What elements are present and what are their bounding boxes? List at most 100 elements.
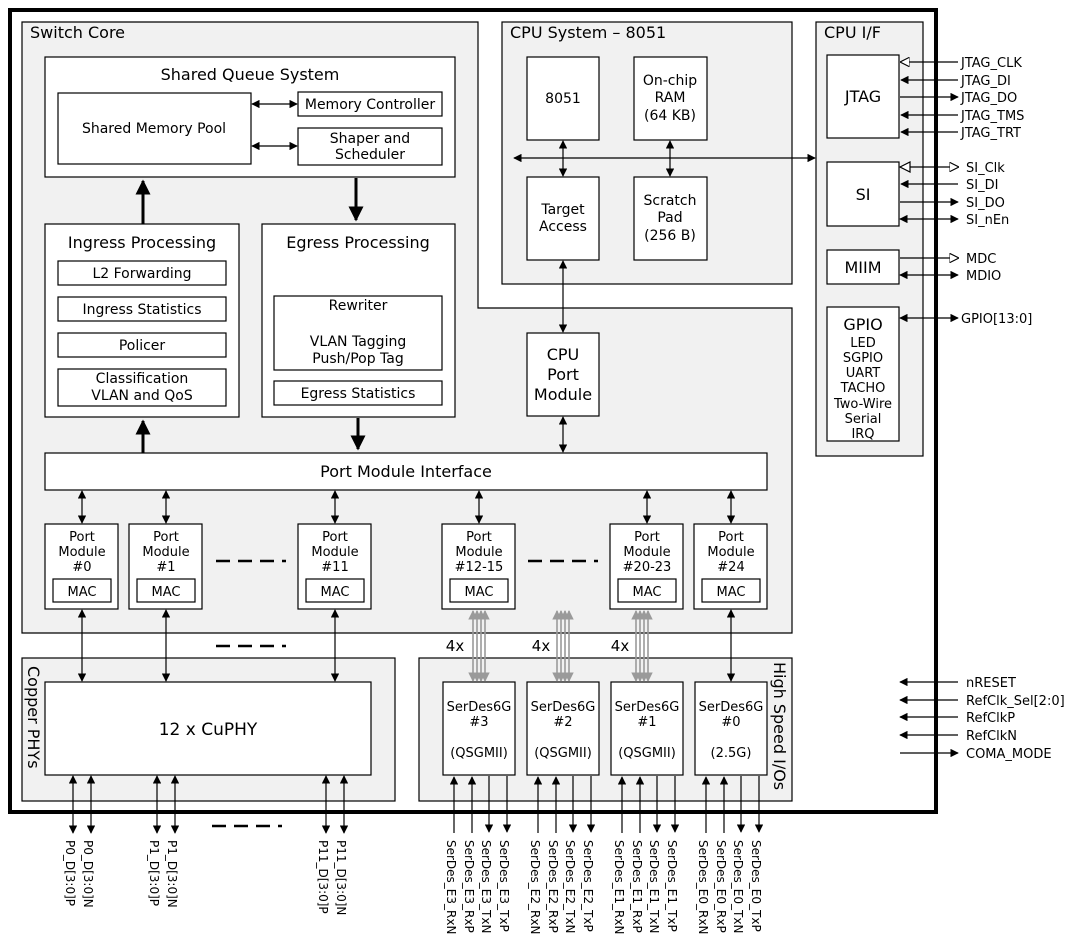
port-module-0-line2: Module — [58, 545, 105, 560]
gpio-item: SGPIO — [843, 351, 883, 366]
serdes-1-mode: (QSGMII) — [618, 746, 676, 761]
si-do-label: SI_DO — [966, 196, 1005, 211]
ingress-statistics — [57, 296, 227, 322]
port-module-0-mac: MAC — [68, 585, 97, 600]
jtag-trt-label: JTAG_TRT — [960, 126, 1021, 141]
shaper-label-2: Scheduler — [335, 147, 405, 163]
port-module-12-15-line2: Module — [455, 545, 502, 560]
serdes-1: SerDes6G #1 (QSGMII) — [610, 681, 684, 776]
si-block — [826, 161, 900, 227]
port-module-20-23-line1: Port — [634, 530, 660, 545]
port-module-11-mac: MAC — [321, 585, 350, 600]
jtag-tms-label: JTAG_TMS — [960, 109, 1024, 124]
lane-group-1 — [631, 610, 653, 682]
serdes-3-name: SerDes6G — [447, 700, 512, 715]
gpio-item: IRQ — [851, 427, 874, 442]
serdes-pin-label: SerDes_E0_RxP — [714, 840, 728, 933]
phy-pin-label: P0_D[3:0]N — [81, 840, 95, 908]
serdes-pin-label: SerDes_E0_RxN — [696, 840, 710, 934]
serdes-pin-label: SerDes_E0_TxP — [749, 840, 763, 932]
cpu-8051 — [526, 56, 600, 141]
phy-pin-label: P11_D[3:0]N — [334, 840, 348, 915]
port-module-12-15-mac: MAC — [465, 585, 494, 600]
cpu-port-label-3: Module — [534, 385, 592, 404]
refclkp-label: RefClkP — [966, 711, 1015, 726]
onchip-label-2: RAM — [655, 90, 686, 106]
shared-memory-label: Shared Memory Pool — [82, 121, 226, 137]
serdes-pin-label: SerDes_E2_RxP — [546, 840, 560, 933]
port-module-0: Port Module #0 MAC — [44, 523, 119, 610]
serdes-pin-label: SerDes_E0_TxN — [731, 840, 745, 933]
port-module-11-line2: Module — [311, 545, 358, 560]
port-module-20-23: Port Module #20-23 MAC — [609, 523, 684, 610]
mdio-label: MDIO — [966, 269, 1001, 284]
serdes-pin-label: SerDes_E2_TxP — [581, 840, 595, 932]
port-module-12-15-line1: Port — [466, 530, 492, 545]
mdc-label: MDC — [966, 252, 996, 267]
serdes-1-name: SerDes6G — [615, 700, 680, 715]
phy-pin-label: P0_D[3:0]P — [63, 840, 77, 906]
serdes-2-mode: (QSGMII) — [534, 746, 592, 761]
rewriter-block — [273, 295, 443, 371]
onchip-label-3: (64 KB) — [644, 108, 696, 124]
serdes-pin-label: SerDes_E3_TxP — [497, 840, 511, 932]
port-module-12-15: Port Module #12-15 MAC — [441, 523, 516, 610]
port-module-1-line2: Module — [142, 545, 189, 560]
nreset-label: nRESET — [966, 676, 1016, 691]
port-module-1: Port Module #1 MAC — [128, 523, 203, 610]
high-speed-title: High Speed I/Os — [770, 662, 789, 790]
cpu-system-title: CPU System – 8051 — [510, 23, 666, 42]
gpio-item: Two-Wire — [833, 397, 892, 412]
shared-memory-pool — [57, 92, 252, 165]
serdes-1-num: #1 — [637, 715, 656, 730]
vlan-tagging-label: VLAN Tagging — [310, 334, 406, 350]
cpu-port-label-2: Port — [547, 365, 579, 384]
port-module-24: Port Module #24 MAC — [693, 523, 768, 610]
egress-statistics-label: Egress Statistics — [301, 386, 416, 402]
memory-controller-label: Memory Controller — [305, 97, 435, 113]
classification — [57, 368, 227, 407]
serdes-0-name: SerDes6G — [699, 700, 764, 715]
egress-statistics — [273, 380, 443, 406]
serdes-2-name: SerDes6G — [531, 700, 596, 715]
serdes-3-mode: (QSGMII) — [450, 746, 508, 761]
gpio-item: LED — [850, 336, 875, 351]
serdes-pin-label: SerDes_E1_RxP — [630, 840, 644, 933]
phy-pin-label: P11_D[3:0]P — [316, 840, 330, 914]
serdes-0: SerDes6G #0 (2.5G) — [694, 681, 768, 776]
shared-queue-title: Shared Queue System — [161, 65, 340, 84]
l2-forwarding — [57, 260, 227, 286]
refclkn-label: RefClkN — [966, 729, 1017, 744]
policer-label: Policer — [119, 338, 166, 354]
si-clk-open-arrow — [898, 161, 911, 173]
policer — [57, 332, 227, 358]
serdes-pin-label: SerDes_E2_RxN — [528, 840, 542, 934]
cuphy-label: 12 x CuPHY — [159, 720, 258, 740]
lane-label-4x: 4x — [611, 637, 630, 655]
serdes-2-num: #2 — [553, 715, 572, 730]
gpio-item: UART — [846, 366, 880, 381]
port-module-20-23-mac: MAC — [633, 585, 662, 600]
l2-forwarding-label: L2 Forwarding — [92, 266, 191, 282]
port-module-1-line1: Port — [153, 530, 179, 545]
port-module-1-mac: MAC — [152, 585, 181, 600]
gpio-block — [826, 306, 900, 442]
gpio-label: GPIO — [843, 315, 882, 334]
scratch-label-3: (256 B) — [644, 228, 696, 244]
si-label: SI — [856, 185, 871, 204]
egress-title: Egress Processing — [286, 233, 430, 252]
cpu-8051-label: 8051 — [545, 91, 581, 107]
port-module-24-line1: Port — [718, 530, 744, 545]
serdes-3-num: #3 — [469, 715, 488, 730]
target-access — [526, 176, 600, 261]
serdes-pin-arrows — [449, 776, 764, 833]
jtag-clk-label: JTAG_CLK — [960, 56, 1022, 71]
switch-core-title: Switch Core — [30, 23, 125, 42]
classification-label-2: VLAN and QoS — [91, 388, 193, 404]
port-module-20-23-line3: #20-23 — [623, 560, 672, 575]
miim-label: MIIM — [844, 258, 881, 277]
jtag-di-label: JTAG_DI — [960, 74, 1011, 89]
serdes-pin-label: SerDes_E1_TxP — [665, 840, 679, 932]
serdes-pin-label: SerDes_E3_TxN — [479, 840, 493, 933]
miim-block — [826, 249, 900, 285]
